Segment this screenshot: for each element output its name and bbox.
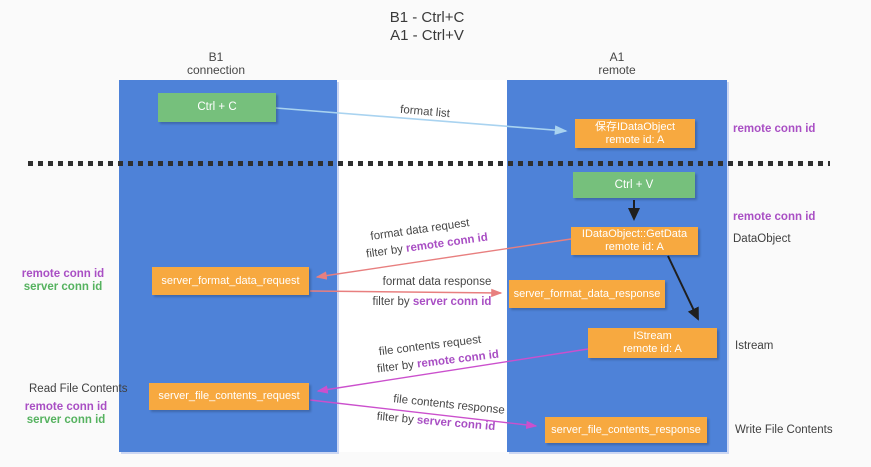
server-conn-id-label: server conn id <box>23 281 103 293</box>
left-conn-ids-format: remote conn id server conn id <box>22 268 104 294</box>
lane-a1-subtitle: remote <box>598 63 636 77</box>
server-conn-id-text: server conn id <box>412 296 492 308</box>
server-conn-id-label: server conn id <box>26 414 106 426</box>
node-server-format-data-request-label: server_format_data_request <box>161 274 300 287</box>
node-saved-idataobject-line2: remote id: A <box>605 133 665 146</box>
remote-conn-id-text: remote conn id <box>733 211 816 223</box>
node-server-format-data-response-label: server_format_data_response <box>513 287 661 300</box>
lane-header-b1: B1 connection <box>187 51 245 77</box>
label-format-data-response-text: format data response <box>382 276 492 288</box>
istream-text: Istream <box>735 340 774 352</box>
remote-conn-id-label: remote conn id <box>21 268 105 280</box>
node-istream-line2: remote id: A <box>623 343 682 355</box>
node-server-file-contents-response: server_file_contents_response <box>545 417 707 443</box>
node-server-file-contents-response-label: server_file_contents_response <box>551 423 701 436</box>
node-idataobject-getdata: IDataObject::GetData remote id: A <box>571 227 698 255</box>
lane-header-a1: A1 remote <box>598 51 635 77</box>
left-conn-ids-file: remote conn id server conn id <box>25 401 107 427</box>
right-remote-conn-id-1: remote conn id <box>733 123 815 136</box>
node-ctrl-c-label: Ctrl + C <box>197 101 237 113</box>
lane-b1-name: B1 <box>208 50 224 64</box>
node-ctrl-v: Ctrl + V <box>573 172 695 198</box>
node-server-file-contents-request-label: server_file_contents_request <box>158 390 300 402</box>
label-filter-by-server-conn-id-1: filter by server conn id <box>373 296 492 308</box>
node-getdata-line2: remote id: A <box>605 241 664 253</box>
node-saved-idataobject: 保存IDataObject remote id: A <box>575 119 695 148</box>
diagram-title: B1 - Ctrl+C A1 - Ctrl+V <box>390 9 465 45</box>
phase-divider-dashed-line <box>28 161 830 166</box>
title-line2: A1 - Ctrl+V <box>390 27 464 44</box>
lane-a1-name: A1 <box>609 50 625 64</box>
remote-conn-id-label: remote conn id <box>24 401 108 413</box>
write-file-contents-label: Write File Contents <box>735 424 833 437</box>
label-format-data-response: format data response <box>383 276 492 288</box>
filter-by-text: filter by <box>372 296 410 308</box>
node-istream-line1: IStream <box>633 330 672 342</box>
istream-label: Istream <box>735 340 773 353</box>
dataobject-label: DataObject <box>733 233 791 246</box>
node-saved-idataobject-line1: 保存IDataObject <box>594 120 676 133</box>
read-file-contents-text: Read File Contents <box>29 383 128 395</box>
write-file-contents-text: Write File Contents <box>735 424 833 436</box>
node-server-format-data-request: server_format_data_request <box>152 267 309 295</box>
dataobject-text: DataObject <box>733 233 791 245</box>
right-remote-conn-id-2: remote conn id <box>733 211 815 224</box>
read-file-contents-label: Read File Contents <box>29 383 127 396</box>
lane-b1-subtitle: connection <box>186 63 246 77</box>
node-getdata-line1: IDataObject::GetData <box>581 228 688 240</box>
remote-conn-id-text: remote conn id <box>733 123 816 135</box>
node-server-file-contents-request: server_file_contents_request <box>149 383 309 410</box>
node-ctrl-c: Ctrl + C <box>158 93 276 122</box>
title-line1: B1 - Ctrl+C <box>389 9 465 26</box>
node-server-format-data-response: server_format_data_response <box>509 280 665 308</box>
node-ctrl-v-label: Ctrl + V <box>614 178 654 191</box>
node-istream: IStream remote id: A <box>588 328 717 358</box>
